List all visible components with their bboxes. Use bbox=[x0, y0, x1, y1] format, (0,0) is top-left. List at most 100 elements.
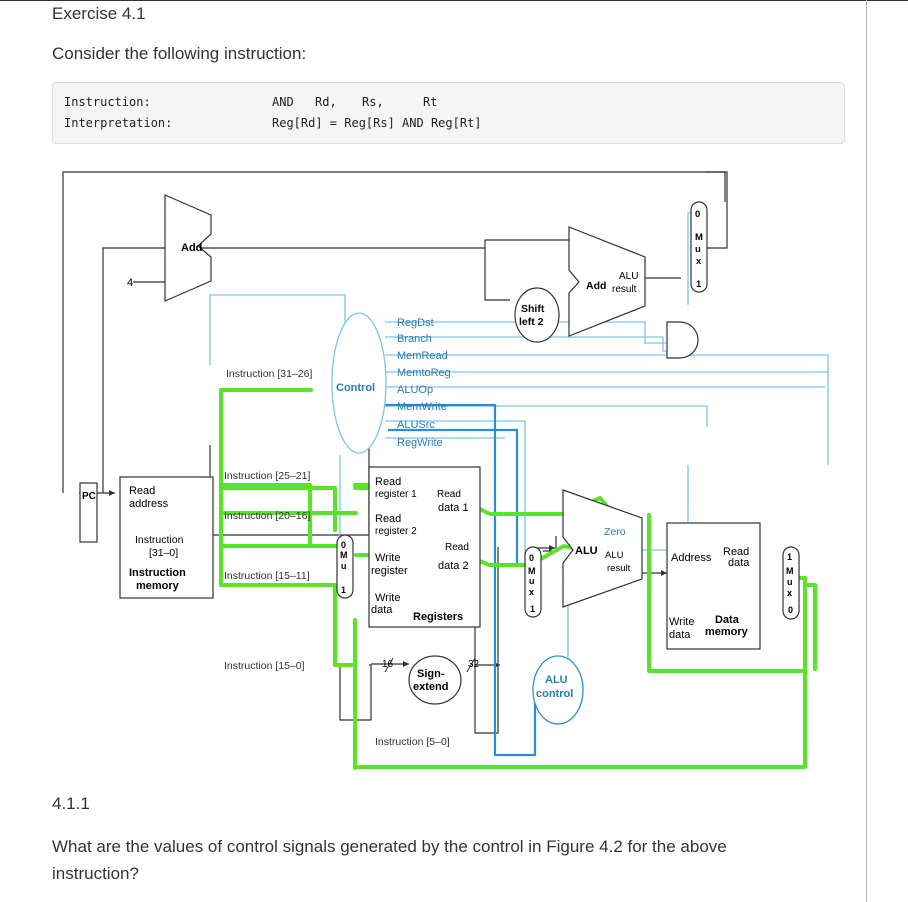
reg-data2-label: data 2 bbox=[438, 560, 469, 572]
main-alu bbox=[562, 489, 643, 608]
reg-register1-label: register 1 bbox=[375, 489, 417, 500]
pcmux-one: 1 bbox=[696, 279, 702, 290]
alu-main-label: ALU bbox=[575, 545, 598, 557]
alusrc-u: u bbox=[529, 576, 535, 586]
top-add-label: Add bbox=[181, 242, 202, 254]
sign-extend-unit bbox=[408, 655, 462, 705]
alusrc-one: 1 bbox=[530, 604, 535, 614]
im-instruction-label: Instruction bbox=[135, 534, 184, 546]
instruction-rd: Rd, bbox=[315, 95, 337, 109]
regdst-m: M bbox=[340, 550, 348, 560]
reg-register2-label: register 2 bbox=[375, 526, 417, 537]
register-file bbox=[368, 466, 481, 628]
signal-branch: Branch bbox=[397, 333, 432, 345]
branch-result-label: result bbox=[612, 284, 637, 295]
signal-alusrc: ALUSrc bbox=[397, 419, 435, 431]
bits-32-label: 32 bbox=[468, 659, 480, 670]
data-memory-block bbox=[666, 522, 761, 650]
reg-data1-label: data 1 bbox=[438, 502, 469, 514]
dm-address-label: Address bbox=[671, 552, 712, 564]
pcmux-x: x bbox=[696, 256, 702, 267]
alusrc-mux bbox=[524, 546, 542, 618]
dm-write-label: Write bbox=[669, 616, 694, 628]
branch-adder bbox=[568, 226, 646, 337]
question-text: What are the values of control signals g… bbox=[52, 837, 727, 883]
reg-write-data-top: Write bbox=[375, 592, 400, 604]
reg-read-data1-top: Read bbox=[437, 489, 461, 500]
dm-title-line2: memory bbox=[705, 626, 749, 638]
exercise-title: Exercise 4.1 bbox=[52, 4, 146, 23]
alu-zero-label: Zero bbox=[604, 526, 626, 538]
alu-control-alu-label: ALU bbox=[545, 674, 568, 686]
instr-25-21-label: Instruction [25–21] bbox=[224, 470, 310, 482]
signal-memread: MemRead bbox=[397, 350, 448, 362]
reg-write-data-label: data bbox=[371, 604, 393, 616]
im-title-line1: Instruction bbox=[129, 567, 186, 579]
branch-alu-label: ALU bbox=[619, 271, 638, 282]
branch-and-gate bbox=[666, 321, 699, 359]
alu-control-unit bbox=[532, 655, 584, 725]
memtoreg-x: x bbox=[787, 588, 792, 598]
interpretation-label: Interpretation: bbox=[64, 116, 173, 130]
signal-aluop: ALUOp bbox=[397, 384, 433, 396]
datapath-diagram: Add 4 PC Read address Instruction [31–0]… bbox=[62, 171, 829, 770]
alu-result-label: result bbox=[607, 563, 631, 574]
im-read-label: Read bbox=[129, 485, 155, 497]
alu-result-top: ALU bbox=[605, 550, 624, 561]
code-block: Instruction: AND Rd, Rs, Rt Interpretati… bbox=[52, 82, 845, 144]
top-divider bbox=[0, 0, 908, 1]
instruction-rs: Rs, bbox=[362, 95, 384, 109]
instruction-memory-block bbox=[119, 476, 214, 599]
pcmux-m: M bbox=[695, 232, 703, 243]
intro-text: Consider the following instruction: bbox=[52, 44, 307, 63]
regdst-zero: 0 bbox=[341, 540, 346, 550]
signal-memtoreg: MemtoReg bbox=[397, 367, 451, 379]
extend-label: extend bbox=[413, 681, 448, 693]
registers-title: Registers bbox=[413, 611, 463, 623]
regdst-one: 1 bbox=[341, 585, 346, 595]
reg-read-data2-top: Read bbox=[445, 542, 469, 553]
top-add-unit bbox=[164, 194, 212, 302]
instruction-label: Instruction: bbox=[64, 95, 151, 109]
pc-label: PC bbox=[82, 491, 96, 502]
pc-register bbox=[79, 482, 98, 543]
constant-four-label: 4 bbox=[127, 277, 133, 289]
instr-15-0-label: Instruction [15–0] bbox=[224, 660, 305, 672]
instruction-rt: Rt bbox=[423, 95, 438, 109]
shift-left-label: left 2 bbox=[519, 316, 544, 328]
regdst-u: u bbox=[341, 561, 347, 571]
instr-20-16-label: Instruction [20–16] bbox=[224, 510, 310, 522]
instr-31-26-label: Instruction [31–26] bbox=[226, 368, 312, 380]
pcmux-zero: 0 bbox=[695, 209, 700, 220]
dm-title-line1: Data bbox=[715, 614, 740, 626]
signal-memwrite: MemWrite bbox=[397, 401, 447, 413]
shift-label: Shift bbox=[521, 303, 545, 315]
section-number: 4.1.1 bbox=[52, 794, 90, 813]
signal-regwrite: RegWrite bbox=[397, 437, 443, 449]
memtoreg-mux bbox=[782, 546, 800, 620]
pc-source-mux bbox=[690, 201, 708, 293]
signal-regdst: RegDst bbox=[397, 317, 434, 329]
alusrc-x: x bbox=[529, 587, 534, 597]
pcmux-u: u bbox=[695, 244, 701, 255]
memtoreg-u: u bbox=[787, 577, 793, 587]
instr-15-11-label: Instruction [15–11] bbox=[224, 570, 310, 582]
dm-write-data-label: data bbox=[669, 629, 691, 641]
reg-write-register-label: register bbox=[371, 565, 408, 577]
reg-read2-label: Read bbox=[375, 513, 401, 525]
memtoreg-m: M bbox=[786, 566, 794, 576]
control-unit bbox=[331, 312, 387, 454]
memtoreg-one: 1 bbox=[787, 552, 792, 562]
im-address-label: address bbox=[129, 498, 169, 510]
regdst-mux bbox=[336, 534, 354, 599]
branch-add-label: Add bbox=[586, 280, 606, 292]
instruction-op: AND bbox=[272, 95, 294, 109]
dm-read-label: Read bbox=[723, 546, 749, 558]
instr-5-0-label: Instruction [5–0] bbox=[375, 736, 450, 748]
shift-left-unit bbox=[514, 287, 560, 343]
reg-write-label: Write bbox=[375, 552, 400, 564]
im-instruction-bits-label: [31–0] bbox=[149, 547, 178, 559]
alusrc-m: M bbox=[528, 566, 536, 576]
dm-data-label: data bbox=[728, 557, 750, 569]
alu-control-label: control bbox=[536, 688, 573, 700]
